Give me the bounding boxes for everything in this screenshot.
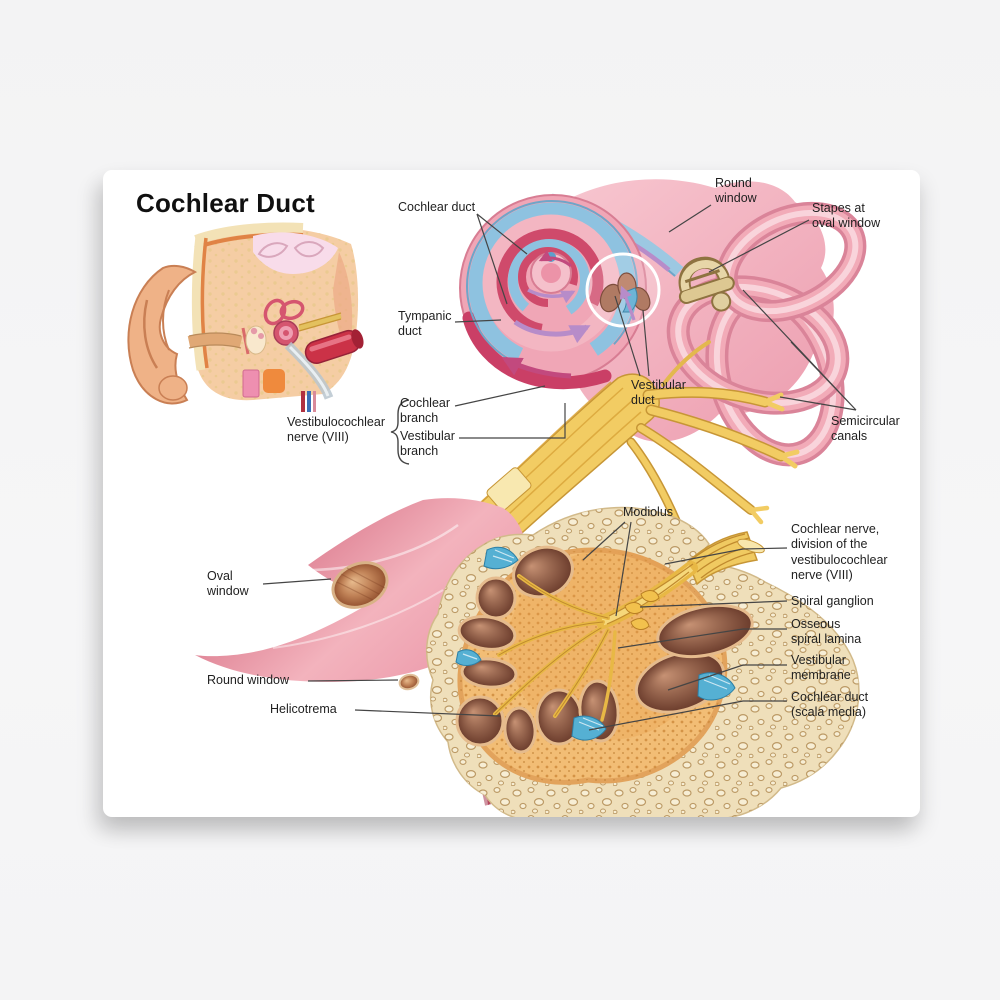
label-stapes-oval-window: Stapes at oval window — [812, 201, 881, 231]
leader-semicircular-canals — [742, 289, 857, 411]
label-cochlear-duct: Cochlear duct — [398, 200, 476, 214]
label-semicircular-canals: Semicircular canals — [831, 414, 900, 444]
leader-spiral-ganglion — [639, 600, 788, 608]
label-oval-window: Oval window — [207, 569, 249, 599]
vestibule-detail-circle — [585, 252, 661, 328]
leader-vestibular-membrane — [667, 664, 787, 691]
leader-vestibular-duct-1 — [614, 295, 641, 377]
leader-cochlear-branch — [454, 385, 546, 407]
label-vestibular-membrane: Vestibular membrane — [791, 653, 851, 683]
leader-tympanic-duct — [454, 319, 502, 323]
cochlea-spiral-illustration — [459, 194, 647, 390]
leader-round-window — [668, 204, 712, 233]
cochlea-cross-section-illustration — [195, 498, 860, 817]
leader-modiolus — [582, 521, 632, 617]
poster-canvas: Cochlear Duct Cochlear duct Round window… — [103, 170, 920, 817]
stapes-illustration — [678, 256, 735, 312]
label-vestibular-duct: Vestibular duct — [631, 378, 686, 408]
label-tympanic-duct: Tympanic duct — [398, 309, 452, 339]
leader-cochlear-duct-1 — [476, 213, 528, 255]
leader-oval-window — [262, 578, 332, 585]
leader-stapes — [708, 219, 810, 273]
cochlear-duct-wedges — [455, 546, 736, 741]
round-window-illustration — [398, 673, 420, 691]
labyrinth-illustration — [459, 179, 867, 555]
label-cochlear-duct-scala-media: Cochlear duct (scala media) — [791, 690, 869, 720]
leader-vestibular-branch — [459, 403, 566, 439]
anatomy-artwork — [127, 179, 867, 817]
leader-cochlear-nerve — [664, 547, 788, 565]
label-osseous-spiral-lamina: Osseous spiral lamina — [791, 617, 862, 647]
leader-cochlear-duct-scala-media — [588, 700, 787, 731]
page-title: Cochlear Duct — [136, 188, 315, 218]
cochlear-nerve-illustration — [493, 531, 765, 722]
label-cochlear-nerve-division: Cochlear nerve, division of the vestibul… — [791, 522, 888, 582]
leader-osseous-spiral-lamina — [617, 628, 787, 649]
label-modiolus: Modiolus — [623, 505, 674, 519]
spiral-ganglion-cells — [624, 590, 660, 630]
label-round-window-top: Round window — [715, 176, 757, 206]
label-helicotrema: Helicotrema — [270, 702, 337, 716]
leader-round-window-bottom — [307, 679, 399, 682]
label-round-window-bottom: Round window — [207, 673, 289, 687]
oval-window-illustration — [331, 561, 389, 609]
brace-vestibulocochlear — [390, 399, 410, 465]
nerve-bundle-illustration — [470, 340, 800, 555]
leader-helicotrema — [354, 709, 501, 717]
ear-cross-section-inset — [127, 222, 364, 412]
label-vestibulocochlear-nerve: Vestibulocochlear nerve (VIII) — [287, 415, 385, 445]
leader-cochlear-duct-2 — [476, 213, 508, 305]
leader-lines — [262, 204, 857, 731]
label-spiral-ganglion: Spiral ganglion — [791, 594, 874, 608]
leader-vestibular-duct-2 — [642, 309, 650, 377]
label-vestibular-branch: Vestibular branch — [400, 429, 455, 459]
label-cochlear-branch: Cochlear branch — [400, 396, 451, 426]
